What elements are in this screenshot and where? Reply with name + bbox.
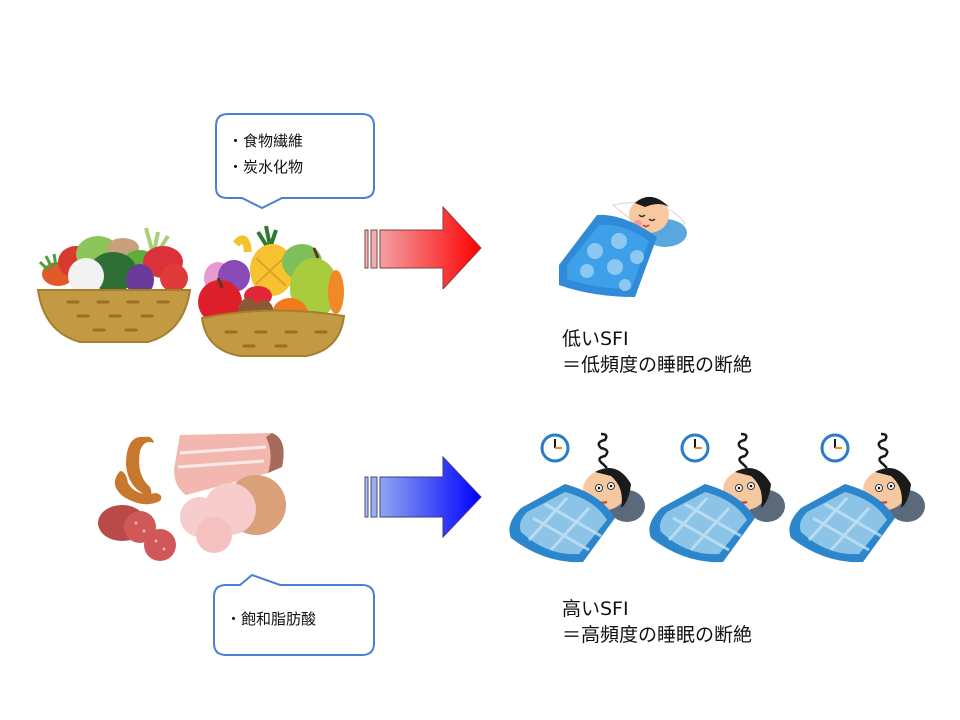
low-sfi-description: ＝低頻度の睡眠の断絶 — [562, 354, 753, 376]
arrow-stripe — [370, 229, 378, 269]
bubble-outline — [213, 573, 375, 656]
arrow-stripe — [370, 476, 378, 518]
vegetable-basket-illustration — [28, 222, 198, 352]
squiggle-icon — [737, 432, 749, 469]
high-sfi-description: ＝高頻度の睡眠の断絶 — [562, 624, 753, 646]
processed-meat-illustration — [96, 425, 286, 565]
bubble-outline — [215, 113, 375, 210]
clock-icon — [820, 433, 850, 463]
squiggle-icon — [877, 432, 889, 469]
bubble-item-carbohydrate: ・炭水化物 — [228, 158, 304, 176]
squiggle-icon — [597, 432, 609, 469]
restless-sleeper-illustration — [645, 428, 793, 568]
restless-sleeper-illustration — [505, 428, 653, 568]
arrow-stripe — [364, 476, 369, 518]
high-sfi-arrow — [363, 455, 487, 539]
clock-icon — [680, 433, 710, 463]
bubble-item-fiber: ・食物繊維 — [228, 132, 304, 150]
arrow-stripe — [364, 229, 369, 269]
peaceful-sleeper-illustration — [553, 185, 693, 305]
bubble-item-saturated-fat: ・飽和脂肪酸 — [226, 610, 317, 628]
restless-sleeper-illustration — [785, 428, 933, 568]
high-sfi-label: 高いSFI — [562, 598, 629, 620]
fruit-basket-illustration — [196, 222, 346, 360]
clock-icon — [540, 433, 570, 463]
low-sfi-label: 低いSFI — [562, 328, 629, 350]
low-sfi-arrow — [363, 205, 487, 289]
